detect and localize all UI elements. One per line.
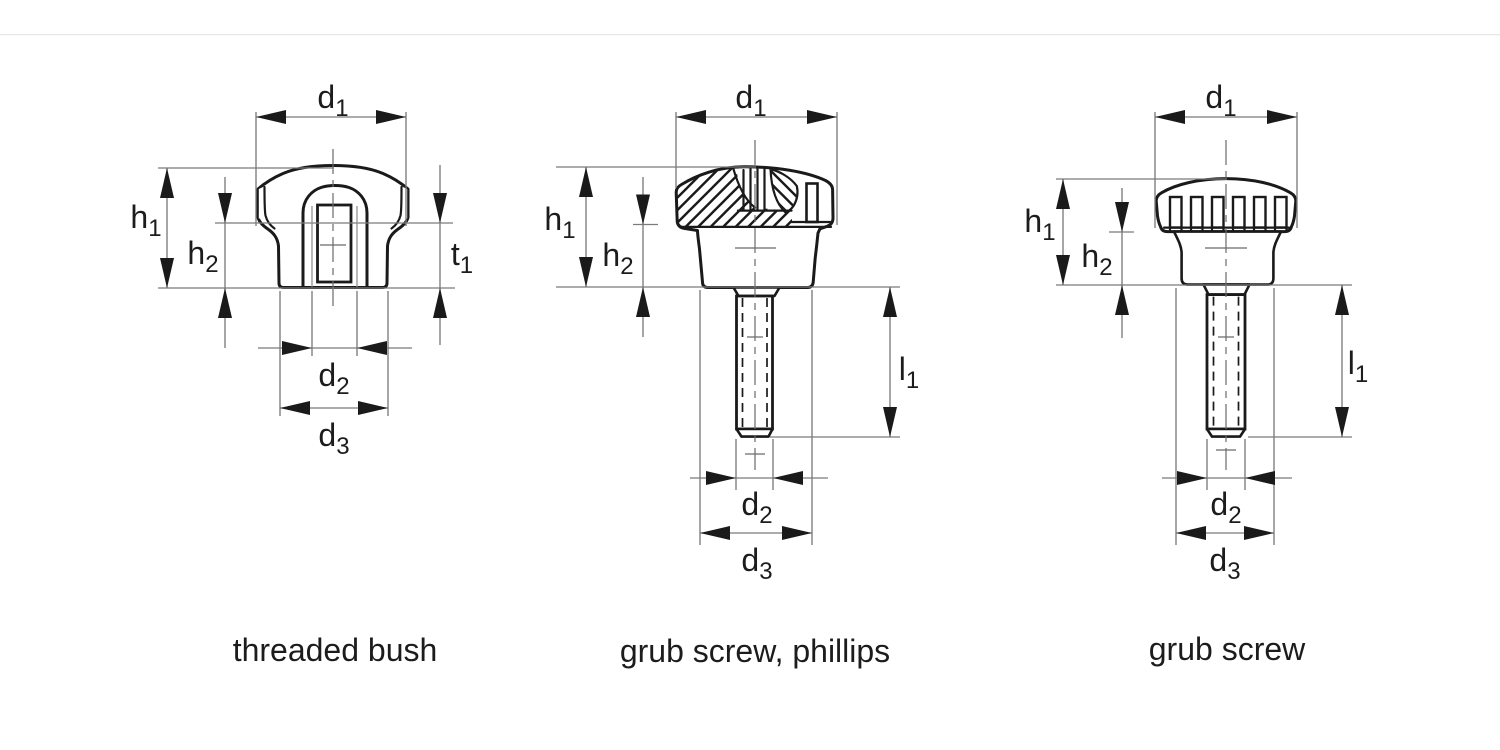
knob-hub: [1172, 230, 1283, 286]
dim-label-h2: h2: [187, 235, 218, 278]
knob-lobe-sliver-left: [258, 186, 265, 219]
dim-label-d1: d1: [1205, 79, 1236, 122]
dimension-lines: [1056, 112, 1352, 545]
drawing-threaded-bush: d1 h1 h2 t1 d2 d3 threaded bush: [130, 79, 473, 668]
thread-hidden-lines: [1212, 296, 1240, 431]
dim-label-d3: d3: [1209, 542, 1240, 585]
dimension-arrows: [579, 110, 897, 540]
screw-tip-chamfer: [1205, 427, 1247, 438]
dim-label-l1: l1: [1348, 345, 1368, 388]
drawing-grub-screw-phillips: d1 h1 h2 l1 d2 d3 grub screw, phillips: [544, 79, 919, 669]
caption-grub-screw: grub screw: [1149, 631, 1306, 667]
dimension-labels: d1 h1 h2 l1 d2 d3: [1024, 79, 1368, 585]
dim-label-d1: d1: [735, 79, 766, 122]
dim-label-d1: d1: [317, 79, 348, 122]
knob-top-slot: [805, 182, 819, 224]
dimension-arrows: [1056, 110, 1349, 540]
dim-label-l1: l1: [899, 351, 919, 394]
dim-label-h1: h1: [1024, 203, 1055, 246]
threaded-hole: [316, 203, 353, 284]
drawing-grub-screw: d1 h1 h2 l1 d2 d3 grub screw: [1024, 79, 1368, 667]
dim-label-h2: h2: [602, 237, 633, 280]
dim-label-d3: d3: [741, 542, 772, 585]
screw-tip-chamfer: [735, 427, 774, 438]
caption-threaded-bush: threaded bush: [233, 632, 438, 668]
dim-label-d3: d3: [318, 417, 349, 460]
centerlines: [1205, 140, 1247, 470]
centerlines: [735, 140, 776, 470]
dimension-labels: d1 h1 h2 l1 d2 d3: [544, 79, 919, 585]
knob-lobe-edge-left: [263, 185, 276, 230]
dim-label-h1: h1: [130, 199, 161, 242]
phillips-recess-crescent-hatch: [769, 167, 799, 214]
dim-label-h1: h1: [544, 201, 575, 244]
dimension-arrows: [160, 110, 447, 415]
thread-hidden-lines: [741, 298, 768, 431]
caption-grub-screw-phillips: grub screw, phillips: [620, 633, 890, 669]
dimension-labels: d1 h1 h2 t1 d2 d3: [130, 79, 473, 460]
knob-shapes: [674, 165, 835, 438]
dim-label-d2: d2: [741, 486, 772, 529]
page-top-divider: [0, 34, 1500, 36]
centerlines: [320, 149, 346, 307]
knurl-base-ticks: [1168, 226, 1288, 233]
knob-lobe-edge-right: [390, 185, 403, 230]
dim-label-d2: d2: [1210, 486, 1241, 529]
dim-label-h2: h2: [1081, 238, 1112, 281]
dim-label-t1: t1: [451, 236, 473, 279]
dim-label-d2: d2: [318, 357, 349, 400]
phillips-recess-walls: [742, 167, 766, 212]
